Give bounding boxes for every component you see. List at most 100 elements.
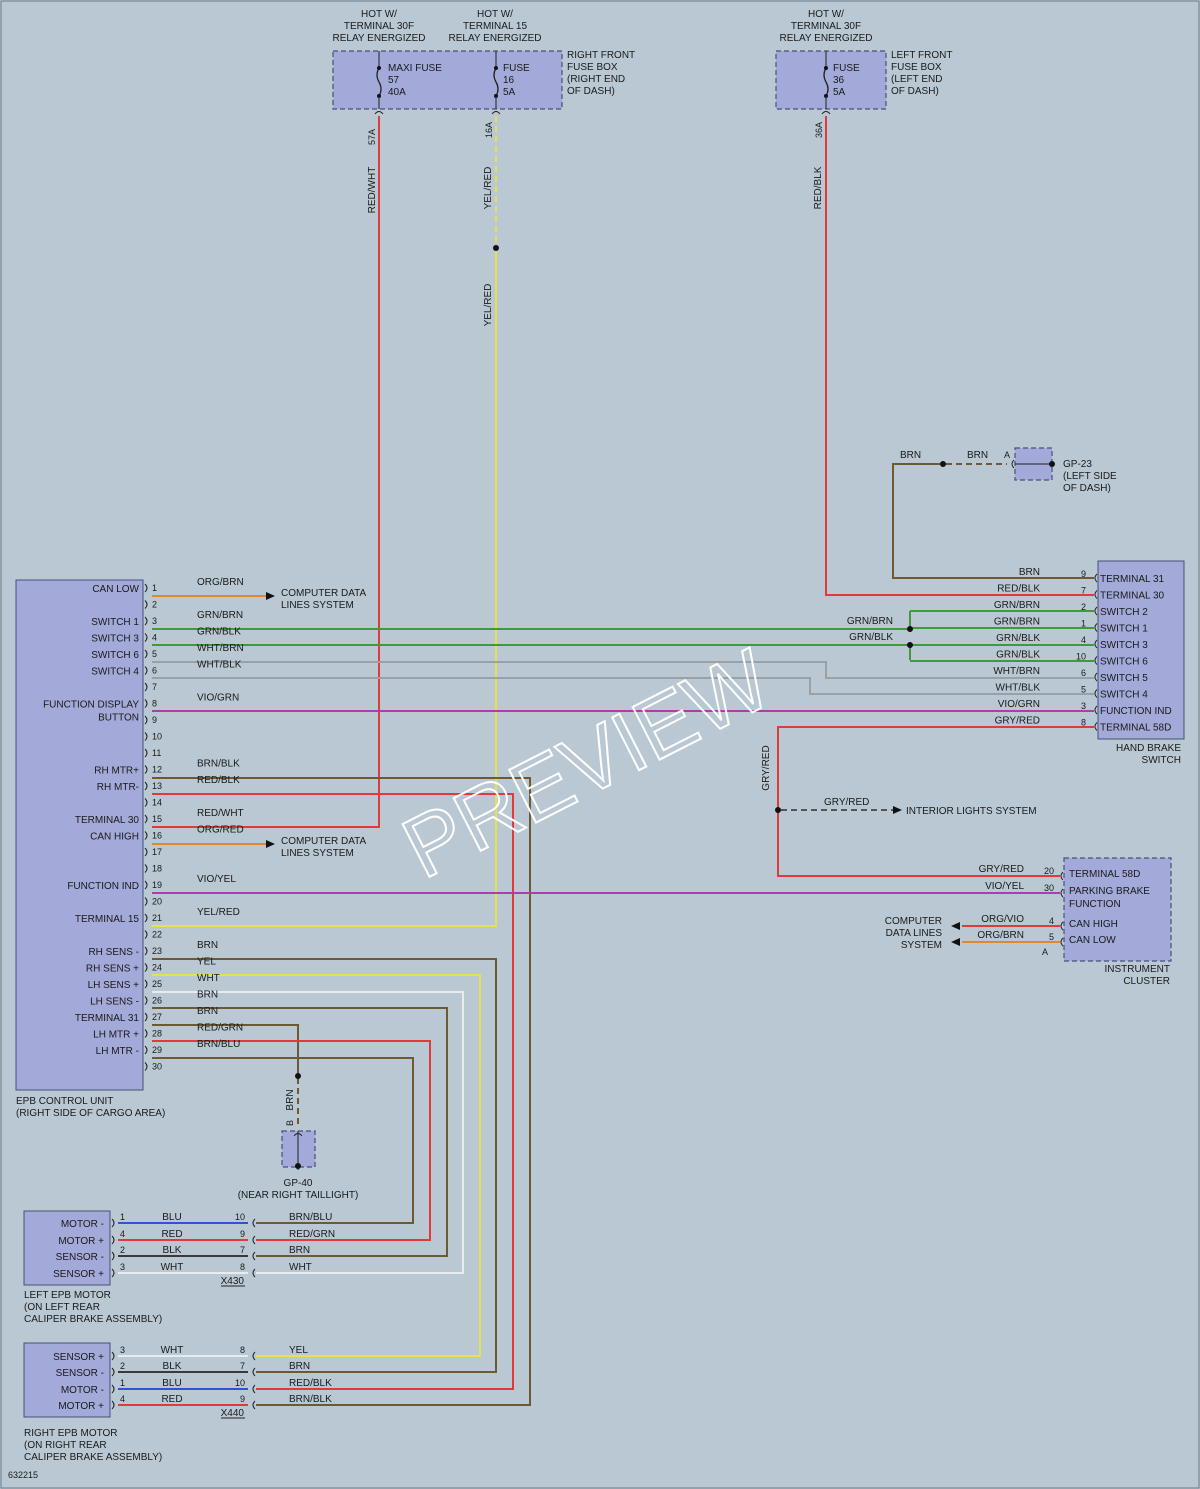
epb-pin-17 [144, 847, 148, 857]
right-motor-pin [111, 1351, 115, 1361]
hbs-pin-name: SWITCH 2 [1100, 607, 1148, 618]
hbs-wire-label: VIO/GRN [998, 699, 1040, 710]
lf-fuse-box-label: FUSE BOX [891, 62, 942, 73]
hbs-wire-label: GRN/BLK [996, 650, 1040, 661]
left-motor-pin [111, 1268, 115, 1278]
epb-pin-7 [144, 682, 148, 692]
hbs-pin-name: TERMINAL 30 [1100, 591, 1165, 602]
hbs-pin-name: SWITCH 3 [1100, 640, 1148, 651]
left-connector-pin-number: 9 [240, 1229, 245, 1239]
fuse-terminal [377, 66, 381, 70]
can-low-target: COMPUTER DATA [281, 588, 367, 599]
epb-wire-label: WHT [197, 973, 220, 984]
epb-pin-number: 25 [152, 979, 162, 989]
hot-label-3: HOT W/ [808, 9, 844, 20]
left-connector-wire-label: RED/GRN [289, 1229, 335, 1240]
wire-gry-red-terminal58d [777, 726, 1094, 877]
epb-wire-label: WHT/BLK [197, 660, 242, 671]
epb-pin-name: RH MTR- [97, 782, 139, 793]
right-motor-pin-number: 1 [120, 1378, 125, 1388]
epb-pin-number: 7 [152, 682, 157, 692]
gp23-wire1: BRN [900, 450, 921, 461]
cluster-data-lines: DATA LINES [886, 928, 943, 939]
figure-id: 632215 [8, 1470, 38, 1480]
gp23-label: GP-23 [1063, 459, 1092, 470]
epb-wire-label: GRN/BLK [197, 627, 241, 638]
hbs-pin-6 [1094, 672, 1098, 682]
epb-pin-5 [144, 649, 148, 659]
rf-fuse-box-label: (RIGHT END [567, 74, 625, 85]
fuse-terminal [824, 66, 828, 70]
epb-pin-number: 24 [152, 963, 162, 973]
left-motor-pin-number: 2 [120, 1245, 125, 1255]
hbs-label: HAND BRAKE [1116, 743, 1181, 754]
left-motor-label: CALIPER BRAKE ASSEMBLY) [24, 1314, 162, 1325]
cluster-pin-number: A [1042, 947, 1048, 957]
cluster-can-low-arrow [951, 938, 960, 946]
hot-label-1: TERMINAL 30F [344, 21, 414, 32]
fuse-terminal [494, 66, 498, 70]
right-connector-pin [252, 1384, 256, 1394]
epb-pin-10 [144, 732, 148, 741]
right-connector-wire-label: BRN/BLK [289, 1394, 332, 1405]
hbs-pin-name: SWITCH 1 [1100, 624, 1148, 635]
epb-pin-number: 12 [152, 765, 162, 775]
wire-label-yelred: YEL/RED [483, 284, 494, 327]
wire-label-yelred: YEL/RED [483, 167, 494, 210]
hbs-pin-name: FUNCTION IND [1100, 706, 1172, 717]
can-low-arrow [266, 592, 275, 600]
cluster-pin-name: TERMINAL 58D [1069, 869, 1140, 880]
lf-fuse-box-label: (LEFT END [891, 74, 943, 85]
epb-pin-27 [144, 1012, 148, 1022]
epb-wire-label: BRN/BLU [197, 1039, 240, 1050]
cluster-can-high-arrow [951, 922, 960, 930]
epb-pin-number: 26 [152, 996, 162, 1006]
epb-pin-name: LH SENS + [88, 980, 140, 991]
epb-pin-number: 2 [152, 600, 157, 610]
hbs-pin-name: SWITCH 6 [1100, 657, 1148, 668]
hbs-pin-name: SWITCH 5 [1100, 673, 1148, 684]
gp23-label: OF DASH) [1063, 483, 1111, 494]
epb-wire-label: RED/GRN [197, 1023, 243, 1034]
left-connector-wire-label: WHT [289, 1262, 312, 1273]
wire-red-wht-terminal30 [152, 116, 380, 828]
can-high-target: LINES SYSTEM [281, 848, 354, 859]
epb-label: EPB CONTROL UNIT [16, 1096, 113, 1107]
right-motor-box [23, 1342, 111, 1418]
epb-pin-13 [144, 781, 148, 791]
right-motor-label: (ON RIGHT REAR [24, 1440, 107, 1451]
right-motor-pin-name: SENSOR - [56, 1368, 104, 1379]
epb-pin-12 [144, 765, 148, 774]
hbs-wire-label: GRN/BRN [994, 617, 1040, 628]
epb-wire-label: RED/WHT [197, 808, 244, 819]
can-low-target: LINES SYSTEM [281, 600, 354, 611]
tap-36a: 36A [814, 122, 824, 138]
wire-yel-rh-sens-plus [152, 974, 481, 1357]
left-motor-pin [111, 1218, 115, 1228]
epb-pin-number: 18 [152, 864, 162, 874]
fuse-36-label: 5A [833, 87, 846, 98]
fuse-icon [823, 67, 829, 97]
epb-pin-name: SWITCH 1 [91, 617, 139, 628]
epb-pin-23 [144, 946, 148, 956]
splice-switch1 [907, 626, 913, 632]
hot-label-3: RELAY ENERGIZED [780, 33, 873, 44]
wires-layer [118, 116, 1094, 1406]
cluster-wire-label: GRY/RED [979, 864, 1024, 875]
hot-label-2: HOT W/ [477, 9, 513, 20]
hot-label-1: HOT W/ [361, 9, 397, 20]
epb-pin-number: 5 [152, 649, 157, 659]
epb-pin-26 [144, 996, 148, 1005]
can-high-target: COMPUTER DATA [281, 836, 367, 847]
left-connector-pin-number: 7 [240, 1245, 245, 1255]
hbs-pin-number: 3 [1081, 701, 1086, 711]
left-motor-pin-number: 4 [120, 1229, 125, 1239]
hbs-pin-number: 2 [1081, 602, 1086, 612]
hot-label-2: TERMINAL 15 [463, 21, 528, 32]
left-motor-box [23, 1210, 111, 1286]
cluster-wire-label: VIO/YEL [985, 881, 1024, 892]
hbs-pin-10 [1094, 656, 1098, 665]
wire-wht-brn-switch5 [152, 661, 1094, 679]
epb-wire-label: WHT/BRN [197, 643, 244, 654]
epb-pin-11 [144, 748, 148, 758]
